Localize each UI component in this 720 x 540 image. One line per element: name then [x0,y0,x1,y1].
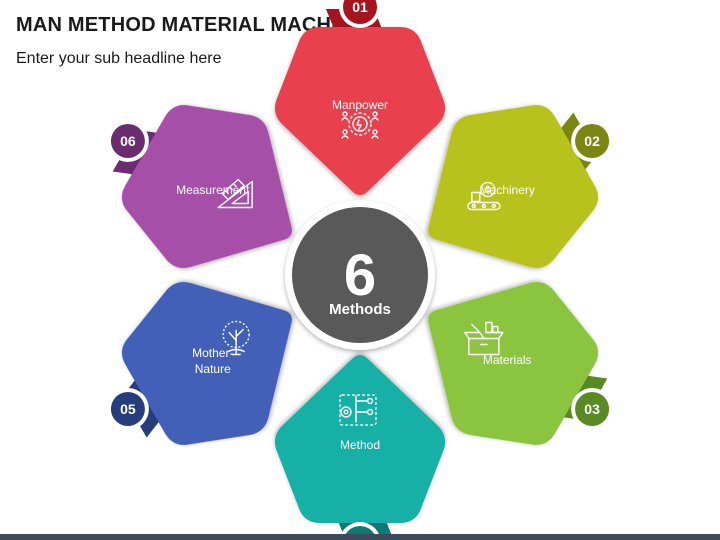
segment-label: Machinery [480,183,535,197]
segment-petal [428,105,599,269]
materials-icon [464,321,504,356]
center-circle [292,207,428,343]
number-badge-fill [575,392,610,426]
segment-number: 02 [584,133,600,149]
segment-label: Measurement [176,183,250,197]
center-hub: 6 Methods [285,200,435,350]
segment-petal [121,281,292,445]
segment-label-line2: Nature [195,362,231,376]
page-subtitle: Enter your sub headline here [16,50,222,67]
segment-materials: 03 Materials [428,281,614,445]
mother-nature-icon [222,320,250,356]
center-number: 6 [344,243,376,308]
manpower-icon [341,111,379,139]
segment-petal [121,105,292,269]
segment-machinery: 02 Machinery [428,105,614,269]
measurement-icon [217,178,253,209]
segment-petal [274,27,446,195]
machinery-icon [467,181,501,211]
number-badge-fill [110,392,145,426]
bottom-bar [0,534,720,540]
segment-method: 04 Method [274,355,446,540]
method-icon [339,394,377,426]
number-badge-fill [343,0,377,24]
number-badge-fill [575,124,610,158]
segment-number: 05 [120,401,136,417]
segment-petal [428,281,599,445]
segment-label: Manpower [332,98,388,112]
center-label: Methods [329,301,391,318]
segment-label: Method [340,438,380,452]
segment-number: 03 [584,401,600,417]
segment-measurement: 06 Measurement [106,105,292,269]
segment-label: Mother- [192,346,233,360]
page-title: MAN METHOD MATERIAL MACHINE [16,14,366,36]
segment-label: Materials [483,353,532,367]
segment-number: 01 [352,0,368,15]
segment-manpower: 01 Manpower [274,0,446,195]
segment-number: 06 [120,133,136,149]
segment-petal [274,355,446,523]
segment-mother-nature: 05 Mother- Nature [106,281,292,445]
number-badge-fill [110,124,145,158]
